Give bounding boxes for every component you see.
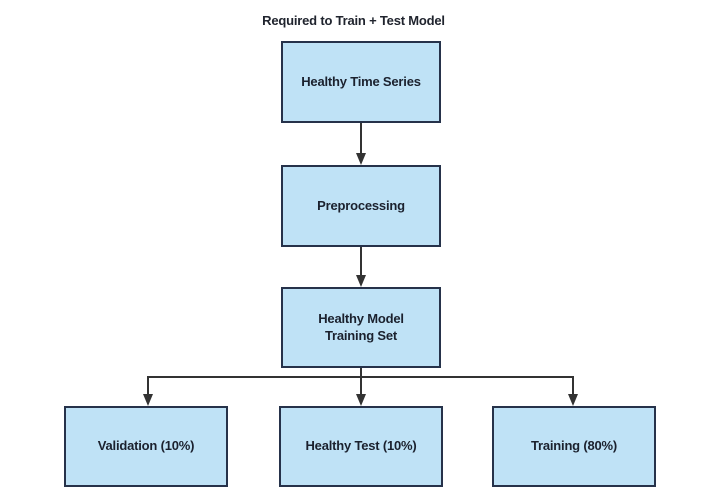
node-label: Preprocessing bbox=[317, 197, 405, 213]
node-healthy-test: Healthy Test (10%) bbox=[279, 406, 443, 487]
node-label: Healthy Model Training Set bbox=[318, 311, 404, 343]
node-healthy-model-training-set: Healthy Model Training Set bbox=[281, 287, 441, 368]
arrowhead-1 bbox=[356, 153, 366, 165]
node-label: Healthy Test (10%) bbox=[305, 438, 417, 454]
node-label: Healthy Time Series bbox=[301, 73, 421, 89]
node-validation: Validation (10%) bbox=[64, 406, 228, 487]
node-training: Training (80%) bbox=[492, 406, 656, 487]
arrowhead-validation bbox=[143, 394, 153, 406]
diagram-title: Required to Train + Test Model bbox=[262, 13, 445, 28]
arrowhead-training bbox=[568, 394, 578, 406]
node-label: Validation (10%) bbox=[97, 438, 195, 454]
arrowhead-healthy-test bbox=[356, 394, 366, 406]
arrowhead-2 bbox=[356, 275, 366, 287]
node-label: Training (80%) bbox=[530, 438, 618, 454]
node-healthy-time-series: Healthy Time Series bbox=[281, 41, 441, 123]
node-preprocessing: Preprocessing bbox=[281, 165, 441, 247]
